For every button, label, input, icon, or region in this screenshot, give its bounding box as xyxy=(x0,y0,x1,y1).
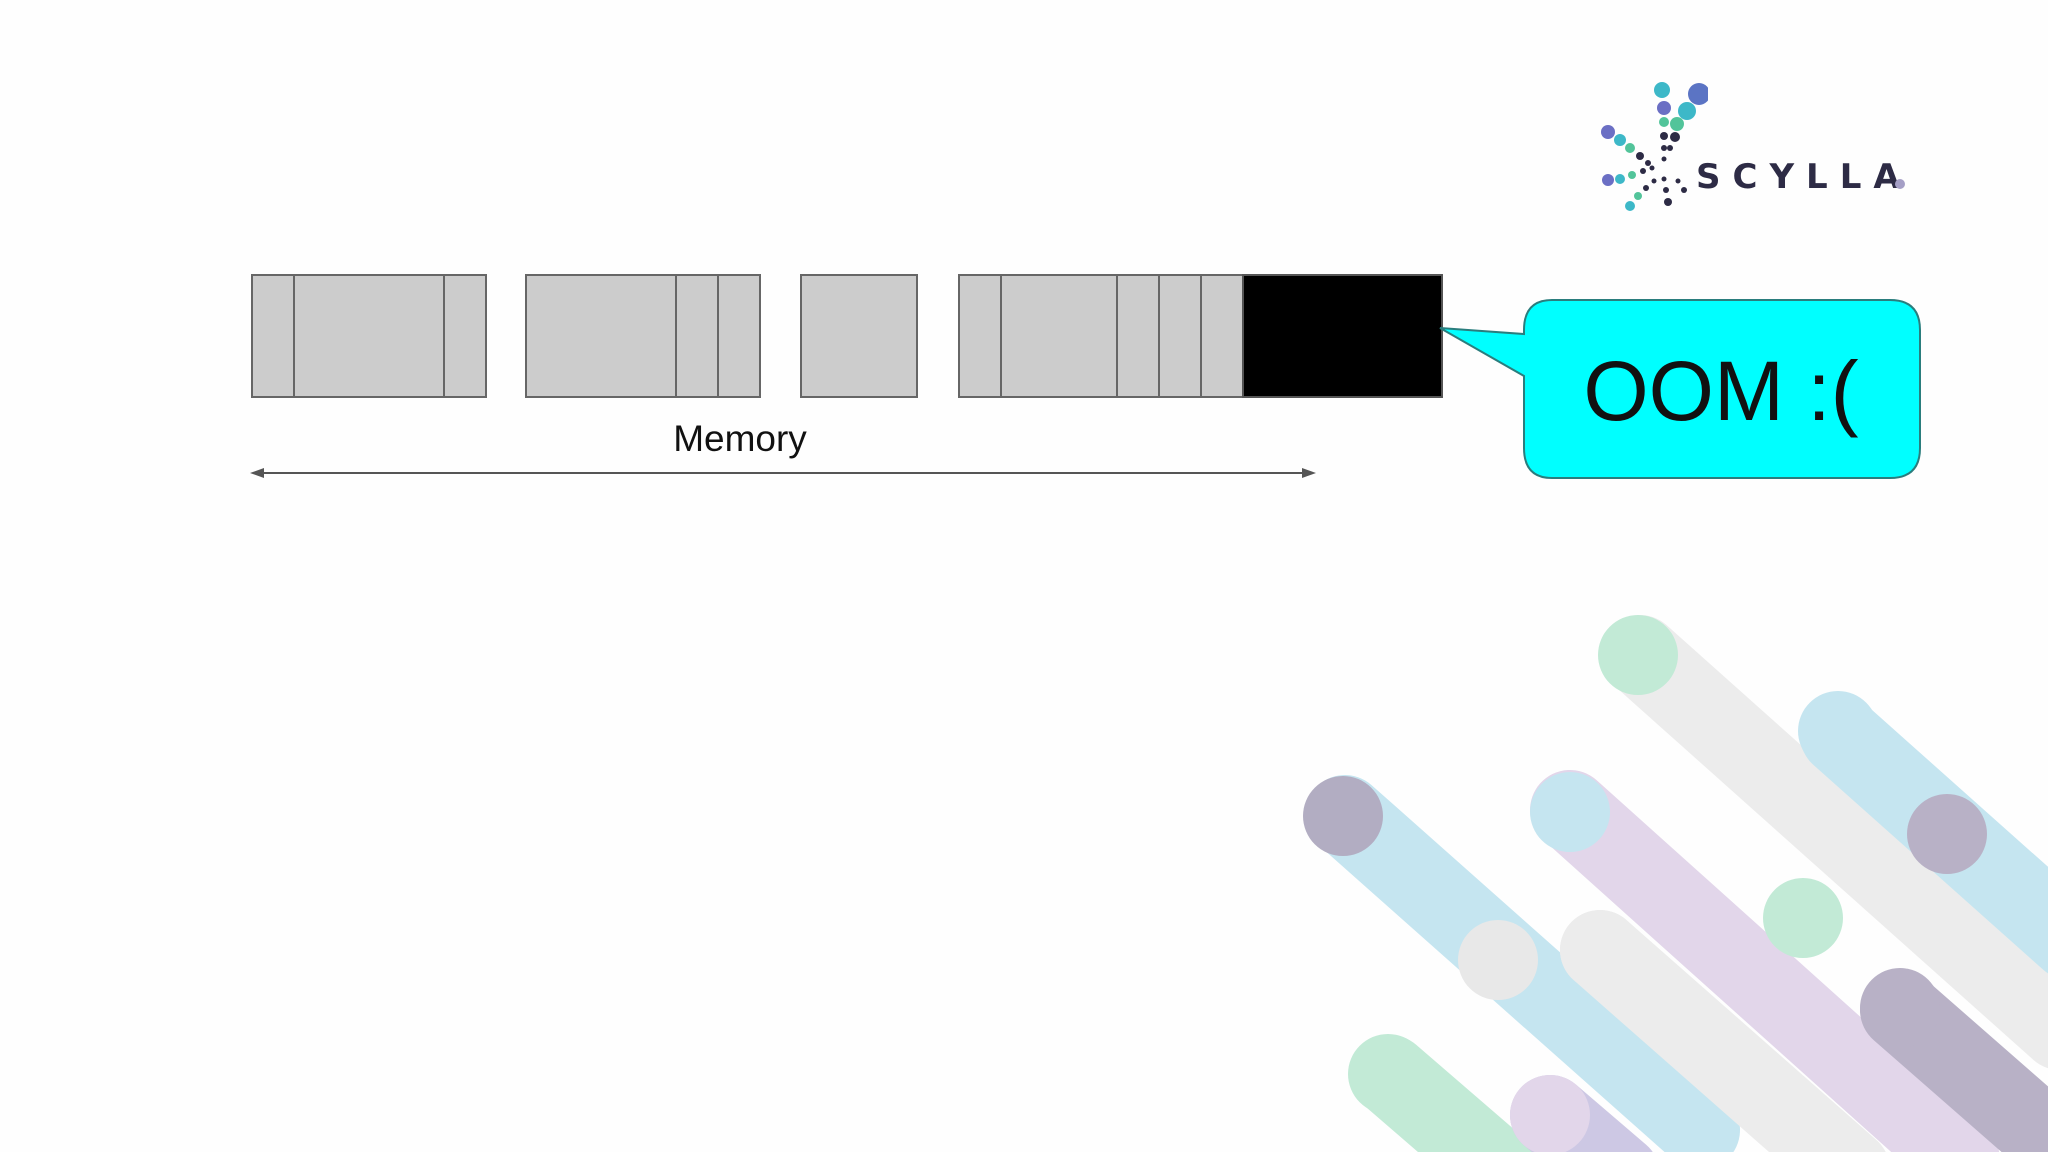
memory-cell xyxy=(293,274,445,398)
memory-block-group-2 xyxy=(525,274,761,398)
double-arrow-icon xyxy=(250,464,1316,482)
memory-block-group-1 xyxy=(251,274,487,398)
logo-wordmark: SCYLLA xyxy=(1696,157,1912,197)
memory-cell xyxy=(958,274,1002,398)
memory-cell xyxy=(251,274,295,398)
memory-cell xyxy=(1158,274,1202,398)
memory-cell xyxy=(1200,274,1244,398)
scylla-logo-icon xyxy=(1598,78,1708,218)
oom-callout-text: OOM :( xyxy=(1524,302,1918,480)
memory-block-group-4 xyxy=(958,274,1443,398)
memory-cell xyxy=(800,274,918,398)
logo-dot-icon xyxy=(1894,178,1906,190)
memory-cell xyxy=(525,274,677,398)
memory-cell xyxy=(1116,274,1160,398)
decorative-background-graphic xyxy=(1280,600,2048,1152)
scylla-logo: SCYLLA xyxy=(1598,78,1908,218)
memory-block-group-3 xyxy=(800,274,918,398)
failed-allocation-block xyxy=(1242,274,1443,398)
memory-cell xyxy=(675,274,719,398)
memory-label: Memory xyxy=(640,418,840,460)
memory-cell xyxy=(717,274,761,398)
memory-cell xyxy=(443,274,487,398)
memory-cell xyxy=(1000,274,1118,398)
